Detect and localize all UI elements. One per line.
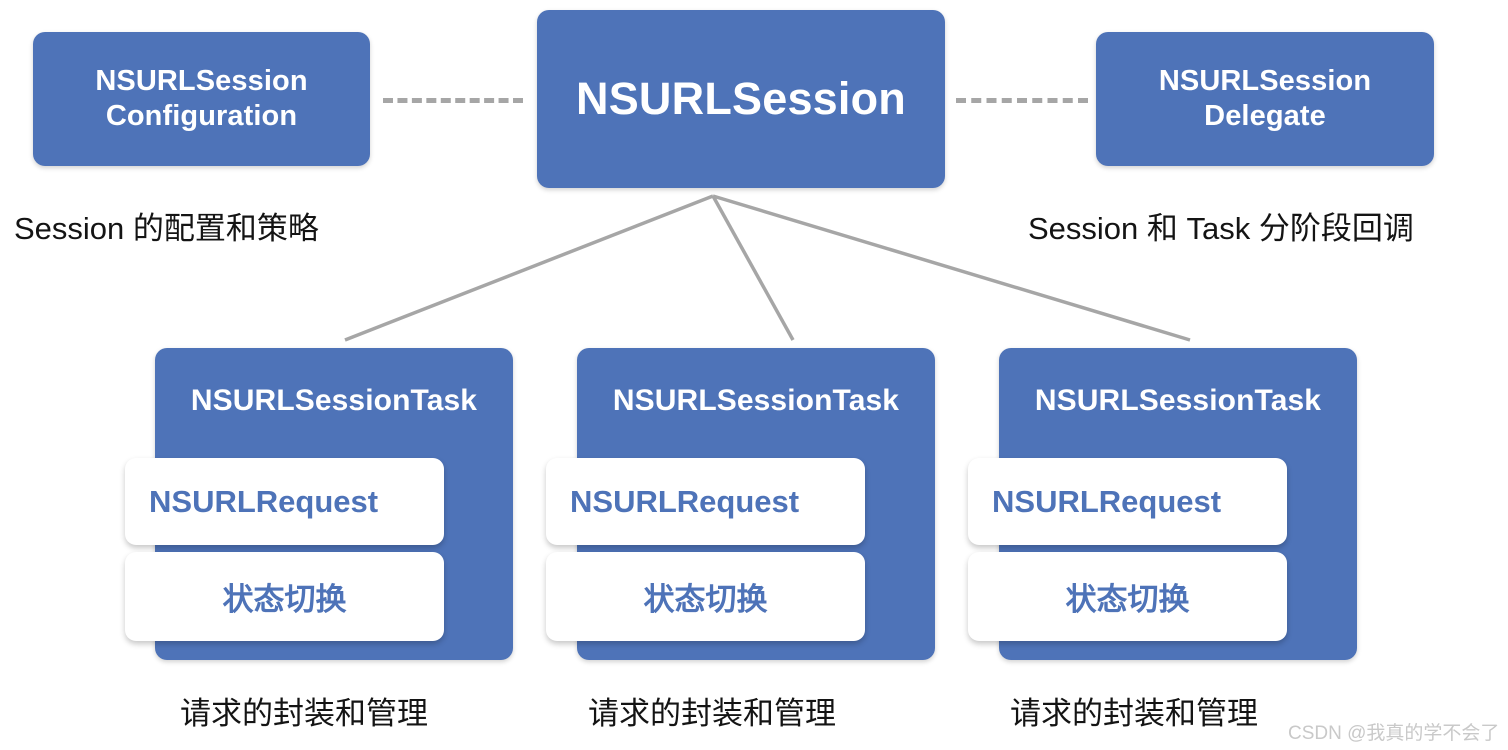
subcard-state-switch-3[interactable]: 状态切换 — [968, 552, 1287, 641]
caption-task-2: 请求的封装和管理 — [588, 696, 836, 731]
connector-line-task-2 — [711, 195, 795, 341]
dashed-connector-session-to-delegate — [956, 98, 1088, 103]
subcard-state-switch-2[interactable]: 状态切换 — [546, 552, 865, 641]
subcard-nsurlrequest-3[interactable]: NSURLRequest — [968, 458, 1287, 545]
dashed-connector-config-to-session — [383, 98, 523, 103]
connector-line-task-1 — [344, 194, 714, 342]
subcard-request-label-2: NSURLRequest — [570, 483, 800, 519]
subcard-nsurlrequest-2[interactable]: NSURLRequest — [546, 458, 865, 545]
caption-configuration: Session 的配置和策略 — [14, 211, 319, 246]
task-title-3: NSURLSessionTask — [1034, 384, 1322, 417]
caption-task-3: 请求的封装和管理 — [1010, 696, 1258, 731]
subcard-request-label-3: NSURLRequest — [992, 483, 1222, 519]
node-nsurlsession[interactable]: NSURLSession — [537, 10, 945, 188]
node-nsurlsessiondelegate[interactable]: NSURLSession Delegate — [1096, 32, 1434, 166]
subcard-request-label-1: NSURLRequest — [149, 483, 379, 519]
subcard-state-label-2: 状态切换 — [643, 582, 768, 617]
subcard-nsurlrequest-1[interactable]: NSURLRequest — [125, 458, 444, 545]
node-config-label: NSURLSession Configuration — [95, 64, 308, 132]
caption-delegate: Session 和 Task 分阶段回调 — [1028, 211, 1414, 246]
subcard-state-switch-1[interactable]: 状态切换 — [125, 552, 444, 641]
subcard-state-label-3: 状态切换 — [1065, 582, 1190, 617]
task-title-2: NSURLSessionTask — [612, 384, 900, 417]
task-title-1: NSURLSessionTask — [190, 384, 478, 417]
subcard-state-label-1: 状态切换 — [222, 582, 347, 617]
node-nsurlsessionconfiguration[interactable]: NSURLSession Configuration — [33, 32, 370, 166]
node-session-label: NSURLSession — [576, 72, 906, 124]
watermark-text: CSDN @我真的学不会了 — [1288, 723, 1500, 744]
node-delegate-label: NSURLSession Delegate — [1158, 64, 1372, 132]
caption-task-1: 请求的封装和管理 — [180, 696, 428, 731]
